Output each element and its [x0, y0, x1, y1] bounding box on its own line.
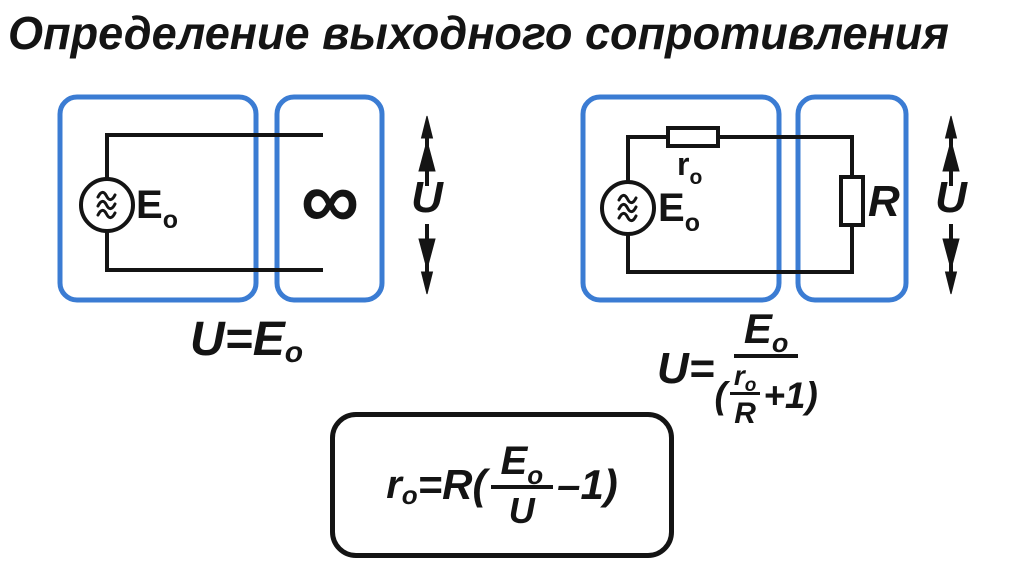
resistor-R-icon [839, 175, 865, 227]
left-source-label-main: E [136, 183, 163, 227]
left-source-label-sub: o [162, 206, 178, 234]
left-voltage-arrow-icon [418, 115, 436, 295]
right-load-box [795, 94, 909, 303]
right-r0-label: ro [677, 146, 702, 188]
right-r0-label-sub: o [689, 166, 703, 189]
result-lhs-sub: o [401, 480, 418, 510]
inner-num-main: r [733, 360, 745, 391]
right-source-box [580, 94, 782, 303]
right-bottom-wire [626, 225, 854, 274]
right-wire-to-r0 [626, 135, 668, 182]
left-ac-source-waves-icon [96, 190, 117, 220]
inner-num-sub: o [744, 375, 757, 396]
left-formula-sub: o [284, 336, 304, 369]
right-voltage-arrow-icon [942, 115, 960, 295]
right-formula-lhs: U= [657, 343, 715, 393]
inner-fraction-denominator: R [734, 397, 756, 430]
right-r0-label-main: r [677, 146, 690, 182]
left-infinite-load-box [274, 94, 385, 303]
right-formula-num-main: E [743, 305, 772, 352]
resistor-r0-icon [666, 126, 720, 148]
right-ac-source-waves-icon [617, 193, 638, 223]
left-source-label: Eo [136, 183, 178, 233]
result-num-sub: o [527, 460, 544, 490]
right-source-label-sub: o [684, 209, 700, 237]
right-formula-num-sub: o [771, 328, 789, 358]
right-voltage-label: U [935, 173, 967, 222]
left-top-wire [105, 133, 323, 180]
right-formula-open-paren: ( [714, 375, 727, 416]
left-voltage-label: U [411, 173, 443, 222]
result-num-main: E [500, 439, 528, 483]
infinity-symbol: ∞ [300, 155, 360, 246]
right-wire-to-R [718, 135, 854, 177]
page-title: Определение выходного сопротивления [8, 7, 949, 59]
result-fraction-denominator: U [508, 490, 535, 531]
right-source-label: Eo [658, 186, 700, 236]
result-lhs-main: r [386, 463, 402, 507]
result-mid: =R( [417, 461, 487, 508]
right-formula-den-tail: +1) [763, 375, 818, 416]
right-load-label: R [868, 177, 900, 226]
result-tail: –1) [557, 461, 618, 508]
left-bottom-wire [105, 231, 323, 272]
left-source-box [57, 94, 259, 303]
right-source-label-main: E [658, 186, 685, 230]
left-formula-body: U=E [190, 313, 285, 366]
